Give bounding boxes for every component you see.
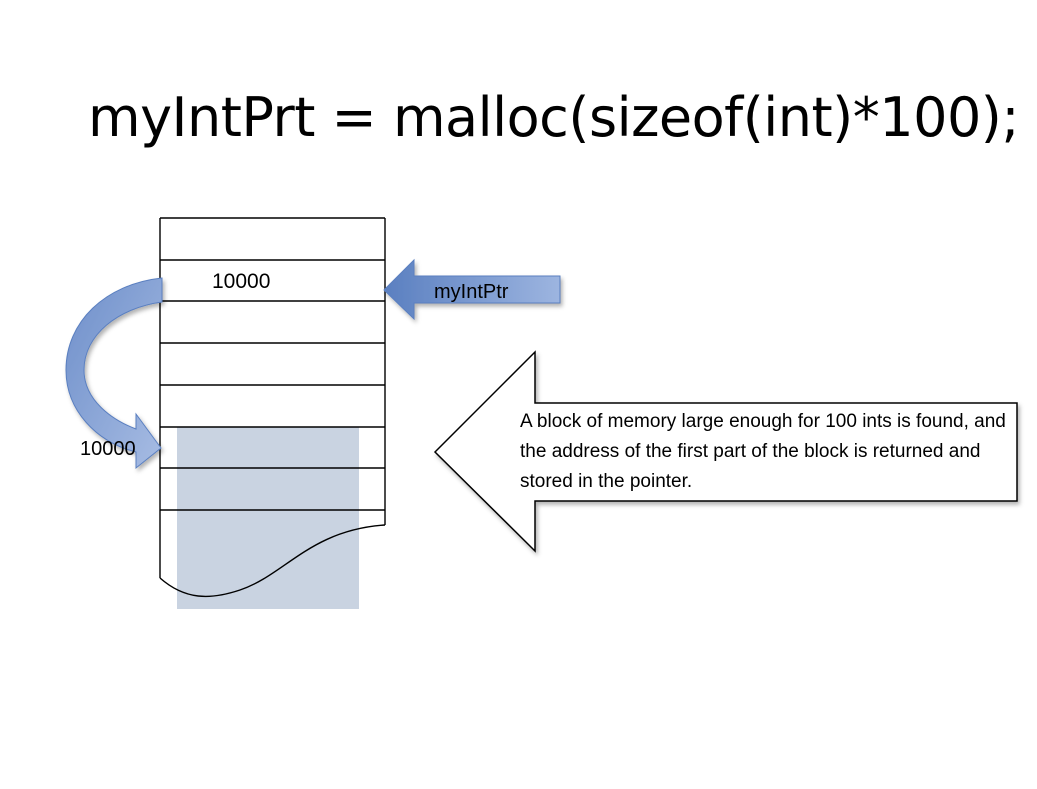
callout-arrow [433,350,1018,553]
allocated-block [177,427,359,609]
cell-value-label: 10000 [212,270,271,293]
pointer-arrow [383,258,561,321]
memory-column [159,217,386,598]
address-label: 10000 [80,438,136,460]
curved-arrow [65,277,163,470]
callout-text: A block of memory large enough for 100 i… [520,411,1006,492]
pointer-label: myIntPtr [434,281,509,303]
slide-title: myIntPrt = malloc(sizeof(int)*100); [88,86,1020,149]
memory-torn-bottom [159,524,386,598]
